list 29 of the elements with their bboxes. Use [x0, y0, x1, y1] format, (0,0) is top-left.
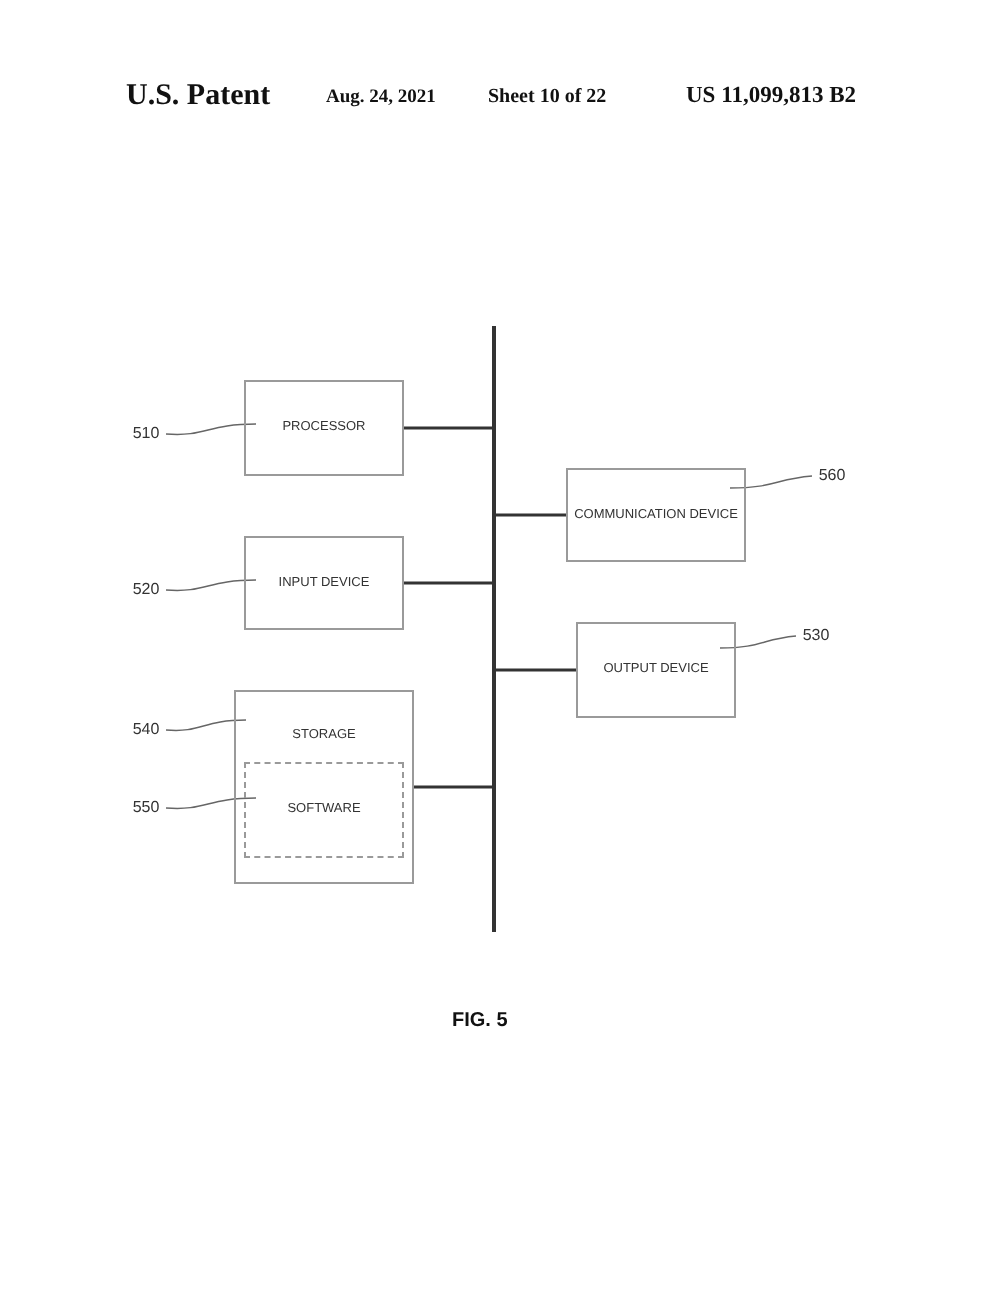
callout-number: 520	[128, 580, 164, 600]
connector-line	[496, 513, 566, 517]
component-box	[244, 762, 404, 858]
figure-caption: FIG. 5	[452, 1010, 508, 1034]
connector-line	[404, 426, 492, 430]
leader-line	[165, 719, 247, 732]
callout-number: 530	[798, 626, 834, 646]
leader-line	[165, 579, 257, 592]
callout-number: 560	[814, 466, 850, 486]
component-box	[234, 690, 414, 884]
callout-number: 510	[128, 424, 164, 444]
header-text: US 11,099,813 B2	[686, 84, 856, 110]
connector-line	[404, 581, 492, 585]
component-box	[566, 468, 746, 562]
connector-line	[496, 668, 576, 672]
leader-line	[165, 797, 257, 810]
header-text: Sheet 10 of 22	[488, 86, 607, 110]
component-box	[244, 380, 404, 476]
component-box	[576, 622, 736, 718]
component-box	[244, 536, 404, 630]
leader-line	[719, 635, 797, 649]
header-text: U.S. Patent	[126, 80, 271, 114]
connector-line	[414, 785, 492, 789]
callout-number: 540	[128, 720, 164, 740]
leader-line	[729, 475, 813, 489]
leader-line	[165, 423, 257, 436]
header-text: Aug. 24, 2021	[326, 86, 436, 110]
bus-line	[492, 326, 496, 932]
callout-number: 550	[128, 798, 164, 818]
